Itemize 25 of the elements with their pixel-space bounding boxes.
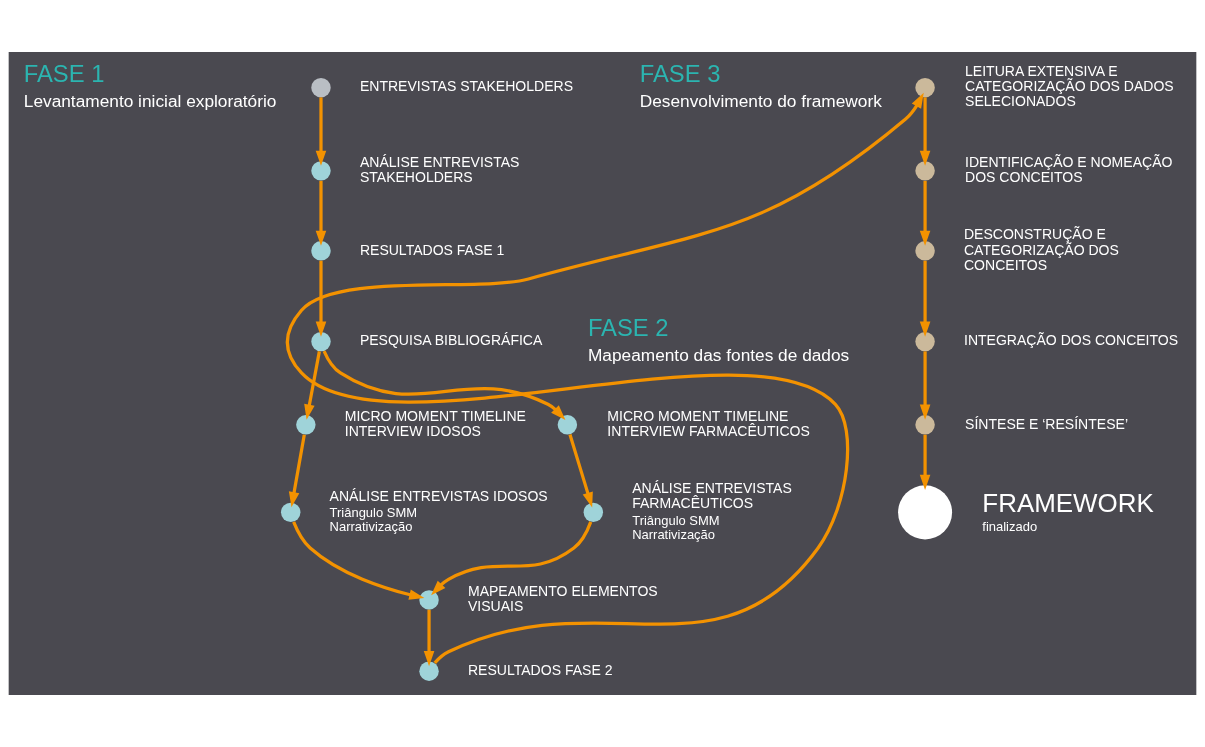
node-label: Triângulo SMM Narrativização xyxy=(329,505,417,535)
node-label: ANÁLISE ENTREVISTAS FARMACÊUTICOS xyxy=(632,480,792,512)
node-label: ENTREVISTAS STAKEHOLDERS xyxy=(359,78,574,95)
label: FASE 2 xyxy=(587,313,669,341)
node-label: PESQUISA BIBLIOGRÁFICA xyxy=(359,332,543,349)
node-label: SÍNTESE E ‘RESÍNTESE’ xyxy=(965,415,1129,432)
label: FASE 3 xyxy=(639,59,721,87)
node-label: Triângulo SMM Narrativização xyxy=(632,512,720,542)
node-label: finalizado xyxy=(982,519,1038,535)
node-label: INTEGRAÇÃO DOS CONCEITOS xyxy=(963,332,1179,349)
node-label: DESCONSTRUÇÃO E CATEGORIZAÇÃO DOS CONCEITOS xyxy=(963,226,1119,273)
label: Levantamento inicial exploratório xyxy=(23,90,277,111)
node-label: MICRO MOMENT TIMELINE INTERVIEW FARMACÊUTICOS xyxy=(607,407,810,440)
node-label: MAPEAMENTO ELEMENTOS VISUAIS xyxy=(467,583,658,615)
node-label: MICRO MOMENT TIMELINE INTERVIEW IDOSOS xyxy=(344,407,526,440)
node-label: RESULTADOS FASE 2 xyxy=(467,661,613,678)
node-label: FRAMEWORK xyxy=(982,488,1154,517)
node-label: LEITURA EXTENSIVA E CATEGORIZAÇÃO DOS DADOS SELECIONADOS xyxy=(965,63,1174,110)
node-label: RESULTADOS FASE 1 xyxy=(359,241,505,258)
label: Desenvolvimento do framework xyxy=(639,90,882,111)
node-label: IDENTIFICAÇÃO E NOMEAÇÃO DOS CONCEITOS xyxy=(965,153,1173,186)
label: FASE 1 xyxy=(23,59,105,87)
node-label: ANÁLISE ENTREVISTAS STAKEHOLDERS xyxy=(359,153,520,186)
node-label: ANÁLISE ENTREVISTAS IDOSOS xyxy=(329,487,548,504)
label: Mapeamento das fontes de dados xyxy=(587,344,850,365)
